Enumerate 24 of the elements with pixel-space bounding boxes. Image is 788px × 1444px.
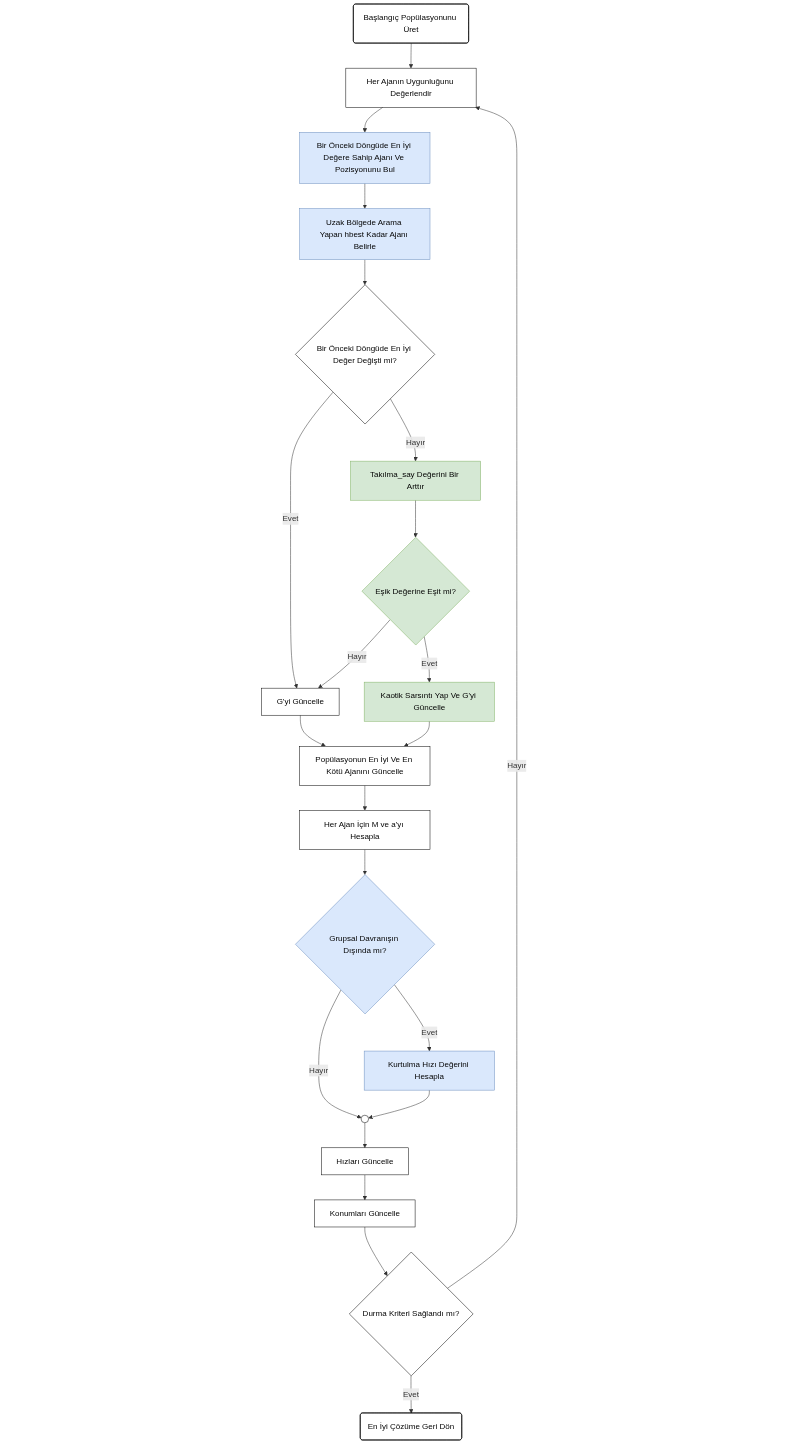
node-diamond: Durma Kriteri Sağlandı mı? bbox=[349, 1251, 474, 1377]
node-box: Kurtulma Hızı Değerini Hesapla bbox=[363, 1050, 495, 1091]
edge-label: Evet bbox=[282, 514, 299, 523]
node-diamond: Grupsal Davranışın Dışında mı? bbox=[295, 874, 435, 1015]
node-box: Konumları Güncelle bbox=[314, 1199, 416, 1228]
node-box: Her Ajanın Uygunluğunu Değerlendir bbox=[345, 67, 477, 108]
edge-label: Evet bbox=[421, 1028, 438, 1037]
node-circle bbox=[360, 1114, 369, 1123]
edge-label: Evet bbox=[402, 1389, 420, 1399]
node-box: Bir Önceki Döngüde En İyi Değere Sahip Ajanı Ve Pozisyonunu Bul bbox=[299, 132, 431, 184]
edge-label: Hayır bbox=[309, 1066, 329, 1075]
node-box: G'yi Güncelle bbox=[261, 687, 340, 716]
node-box: Takılma_say Değerini Bir Arttır bbox=[350, 460, 481, 501]
node-box: Hızları Güncelle bbox=[321, 1147, 409, 1176]
edge-label: Hayır bbox=[507, 761, 527, 770]
node-box: Her Ajan İçin M ve a'yı Hesapla bbox=[299, 810, 431, 850]
edge-label: Hayır bbox=[405, 438, 426, 447]
node-box: Uzak Bölgede Arama Yapan hbest Kadar Ajanı Belirle bbox=[299, 208, 431, 260]
node-box: Kaotik Sarsıntı Yap Ve G'yi Güncelle bbox=[363, 681, 495, 722]
edge-label: Hayır bbox=[347, 652, 367, 661]
edge-label: Evet bbox=[421, 659, 438, 668]
node-diamond: Bir Önceki Döngüde En İyi Değer Değişti mi? bbox=[295, 284, 435, 425]
node-diamond: Eşik Değerine Eşit mi? bbox=[361, 537, 470, 646]
node-box: Popülasyonun En İyi Ve En Kötü Ajanını Güncelle bbox=[299, 746, 431, 786]
